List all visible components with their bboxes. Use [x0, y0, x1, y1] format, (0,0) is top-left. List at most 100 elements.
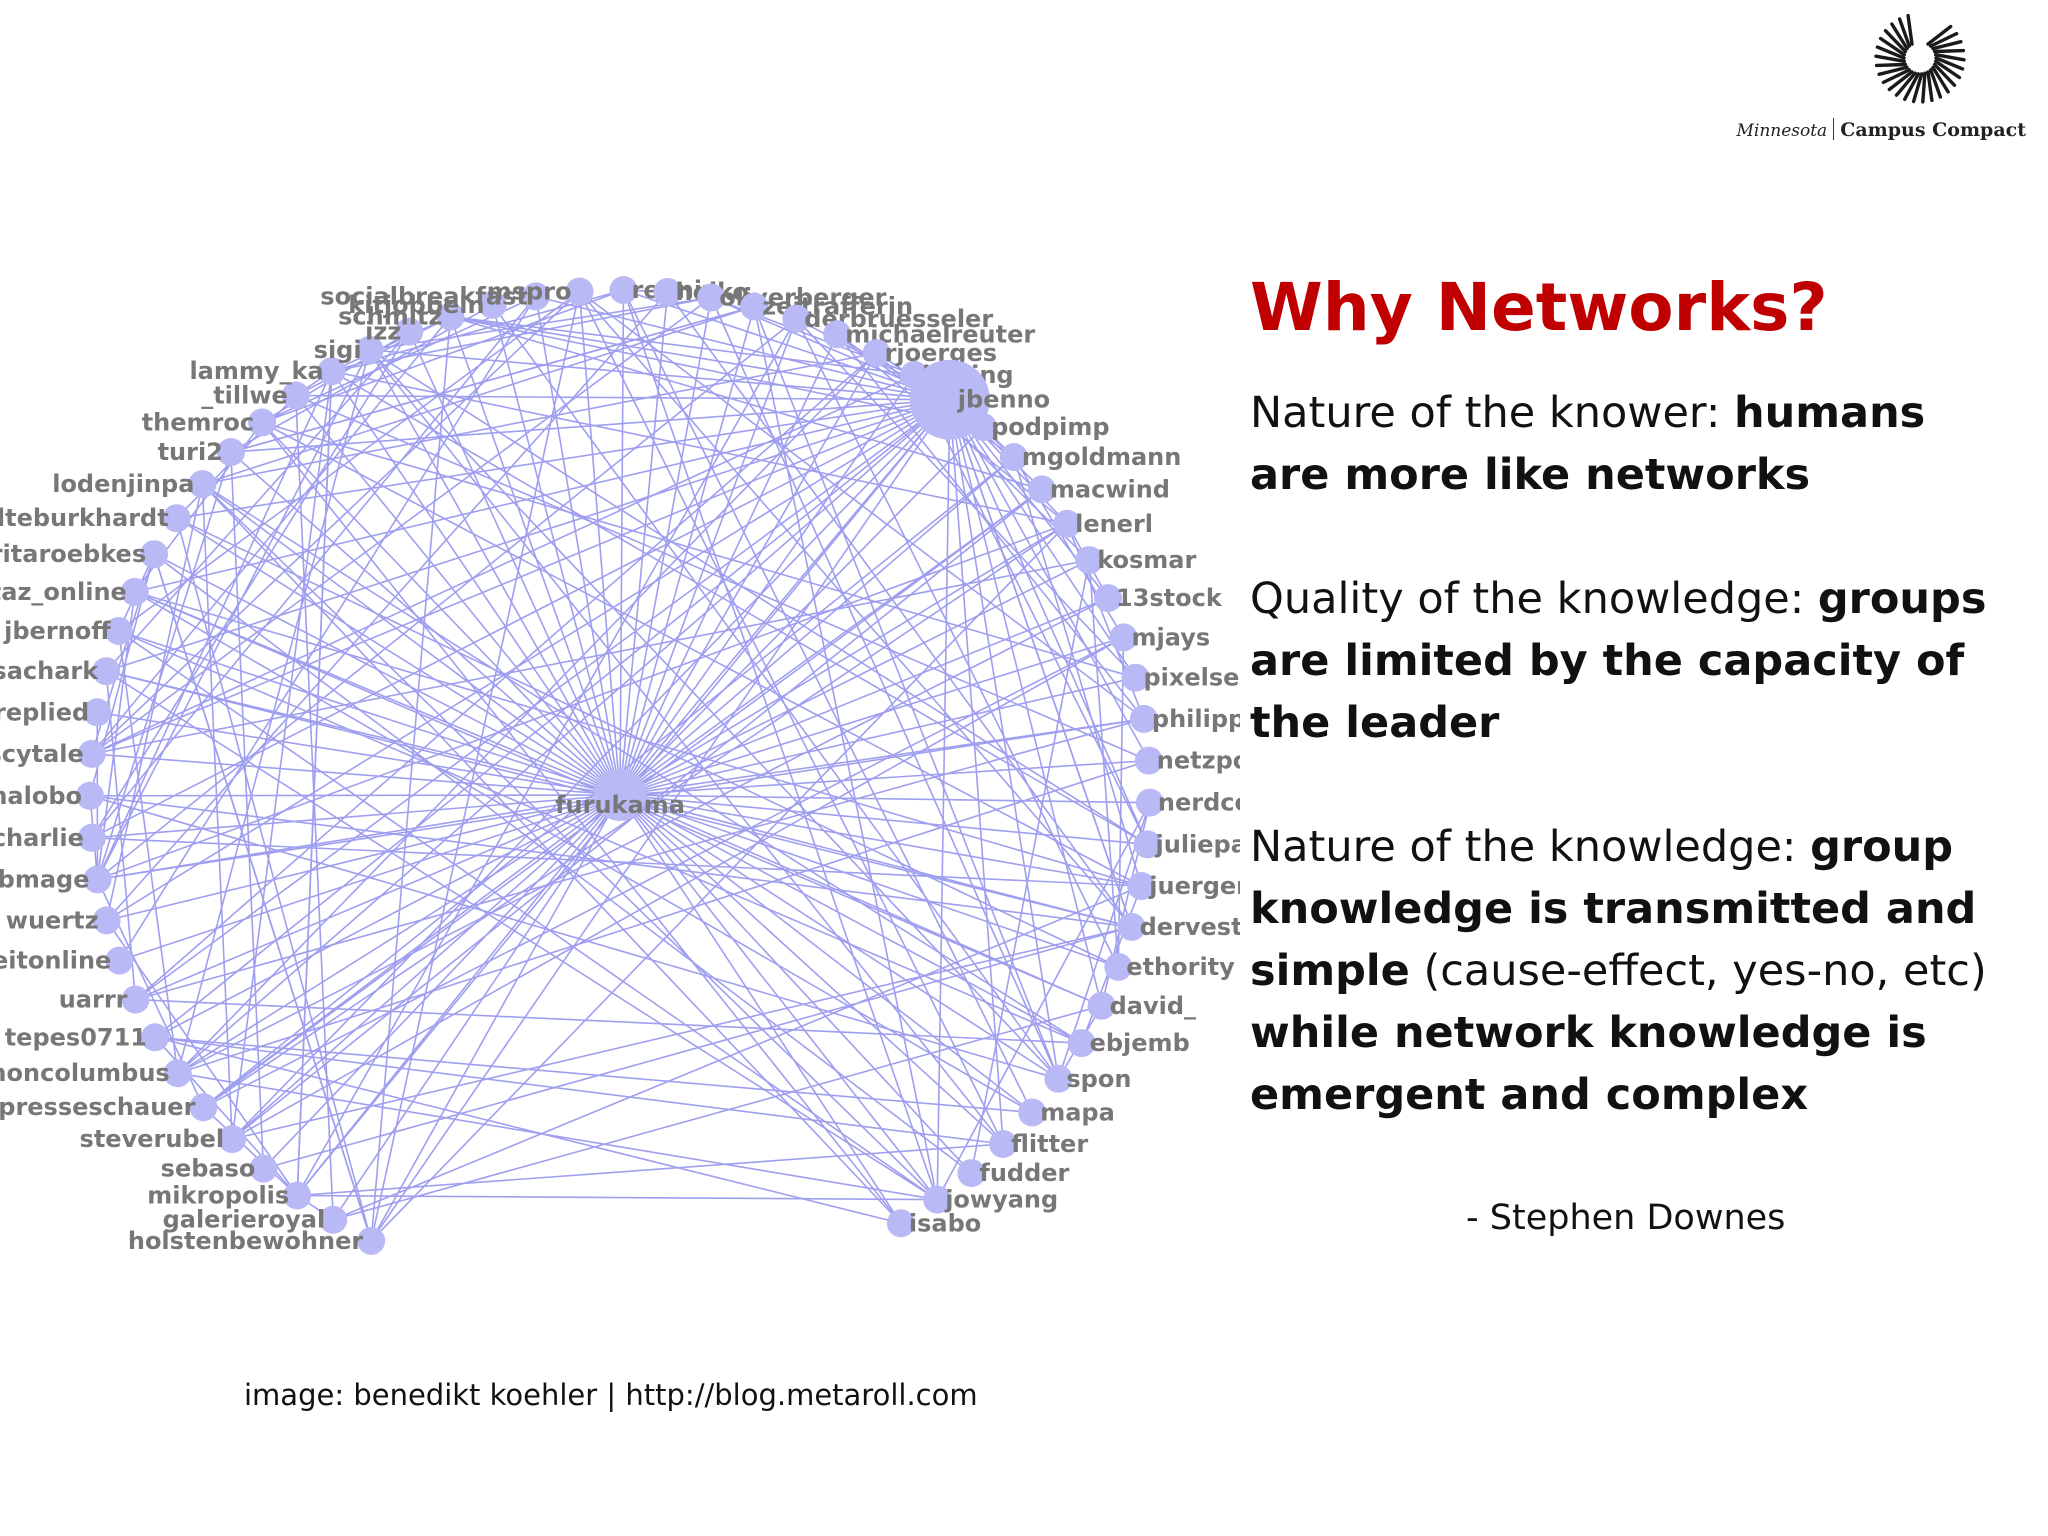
- node-label: lenerl: [1075, 510, 1153, 538]
- edge: [623, 289, 951, 401]
- node-label: replied: [0, 698, 89, 726]
- node-fudder: [957, 1159, 986, 1188]
- node-label: kosmar: [1097, 546, 1196, 574]
- node-mikropolis: [283, 1181, 312, 1210]
- node-label: kitjobbeln: [348, 291, 484, 319]
- edge: [91, 374, 915, 755]
- edge: [91, 316, 452, 755]
- node-themroc: [248, 408, 277, 437]
- edge: [331, 315, 451, 372]
- edge: [231, 636, 1124, 1140]
- node-rjoerges: [862, 339, 891, 368]
- edge: [753, 306, 1060, 1080]
- node-label: mgoldmann: [1022, 443, 1181, 471]
- node-scytale: [77, 739, 106, 768]
- edge: [105, 919, 298, 1196]
- edge: [91, 559, 1090, 755]
- node-label: socialbreakfast: [320, 282, 528, 310]
- edge: [578, 291, 621, 796]
- edge: [118, 630, 1082, 1044]
- node-macwind: [1027, 475, 1056, 504]
- node-malteburkhardt: [162, 504, 191, 533]
- edge: [297, 1194, 938, 1201]
- node-label: ebjemb: [1090, 1029, 1190, 1057]
- edge: [201, 483, 902, 1224]
- edge: [91, 331, 410, 839]
- edge: [449, 316, 621, 796]
- node-label: podpimp: [991, 413, 1109, 441]
- node-label: mapa: [1040, 1099, 1115, 1127]
- edge: [295, 394, 621, 796]
- node-label: _tillwe: [201, 382, 288, 410]
- edge: [97, 523, 1068, 881]
- edge: [619, 426, 984, 796]
- node-label: isabo: [909, 1209, 981, 1237]
- node-label: pixelsebi: [1144, 664, 1241, 692]
- node-center: [594, 769, 646, 821]
- edge: [91, 398, 951, 755]
- edge: [949, 399, 1004, 1145]
- point-nature-examples: (cause-effect, yes-no, etc): [1409, 945, 1987, 996]
- edge: [96, 451, 232, 880]
- point-quality-claim: groups are limited by the capacity of th…: [1250, 573, 1987, 748]
- node-kosmar: [1075, 546, 1104, 575]
- node-lammy_ka: [317, 357, 346, 386]
- node-sigi: [355, 335, 384, 364]
- network-graph: holstenbewohnergalerieroyalmikropolisseb…: [0, 276, 1241, 1255]
- node-podpimp: [969, 413, 998, 442]
- edge: [296, 318, 797, 1196]
- node-steverubel: [218, 1125, 247, 1154]
- edge: [368, 349, 1004, 1145]
- edge: [936, 399, 951, 1200]
- edge: [619, 289, 625, 796]
- edge: [203, 636, 1124, 1108]
- node-label: uarrr: [59, 986, 128, 1014]
- edge: [230, 451, 621, 796]
- edge: [91, 398, 951, 839]
- edge: [450, 315, 950, 401]
- edge: [295, 395, 334, 1220]
- edge: [491, 304, 621, 796]
- point-nature-label: Nature of the knowledge:: [1250, 821, 1811, 872]
- image-credit: image: benedikt koehler | http://blog.me…: [244, 1378, 978, 1412]
- edge: [619, 291, 669, 796]
- edge: [105, 331, 410, 672]
- edge: [135, 794, 621, 1001]
- edge: [619, 597, 1109, 796]
- node-label: lodenjinpa: [52, 470, 194, 498]
- node-nerdcoreblog: [1135, 788, 1164, 817]
- edge: [949, 399, 1103, 1006]
- node-label: webmage: [0, 865, 90, 893]
- edge: [622, 289, 1033, 1113]
- edge: [231, 926, 1132, 1140]
- edge: [491, 304, 1060, 1080]
- node-zeitonline: [105, 946, 134, 975]
- node-label: galerieroyal: [163, 1206, 326, 1234]
- node-label: juergenmessing: [1148, 872, 1240, 900]
- node-label: presseschauer: [0, 1093, 196, 1121]
- edge: [201, 484, 233, 1140]
- node-label: themroc: [142, 409, 254, 437]
- node-sommercharlie: [77, 823, 106, 852]
- edge: [177, 399, 951, 1074]
- edge: [578, 291, 1004, 1145]
- node-socialbreakfast: [521, 282, 550, 311]
- node-philipp: [1129, 704, 1158, 733]
- node-label: izz: [365, 318, 401, 346]
- node-label: lammy_ka: [189, 357, 323, 385]
- node-wuertz: [92, 906, 121, 935]
- node-label: dervester: [1140, 913, 1240, 941]
- edge: [949, 399, 1133, 928]
- node-jowyang: [923, 1185, 952, 1214]
- edge: [949, 399, 1137, 679]
- edge: [231, 399, 951, 1140]
- edge: [949, 399, 1060, 1079]
- node-label: schmitz: [338, 303, 442, 331]
- edge: [153, 553, 372, 1242]
- node-label: zeitonline: [0, 947, 111, 975]
- node-label: sigi: [314, 336, 362, 364]
- node-mapa: [1018, 1098, 1047, 1127]
- edge: [177, 1072, 938, 1201]
- node-mspro: [565, 277, 594, 306]
- edge: [262, 794, 621, 1170]
